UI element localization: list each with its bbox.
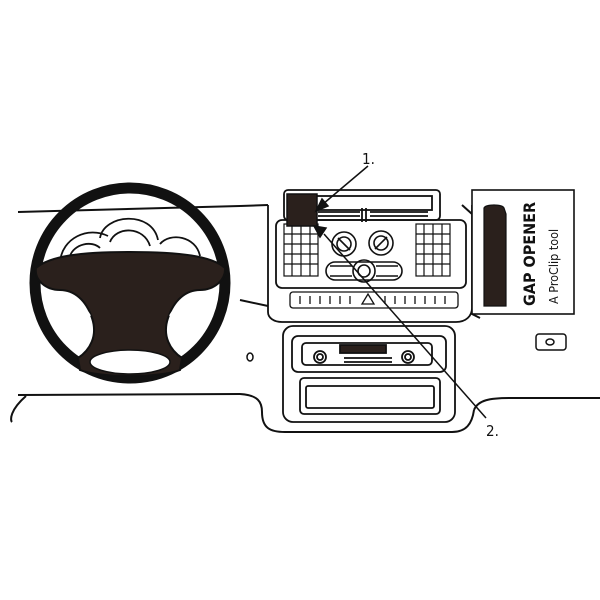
mount-clip-position: [286, 193, 318, 227]
center-console: [267, 189, 473, 323]
callout-line-2: [323, 233, 487, 419]
gap-opener-inset: GAP OPENER A ProClip tool: [471, 189, 575, 315]
callout-label-2: 2.: [486, 422, 499, 440]
hazard-button: [360, 292, 376, 305]
right-knob: [368, 230, 394, 256]
callout-arrowhead-1: [314, 197, 330, 213]
left-air-vent: [283, 223, 319, 277]
radio-knob-left: [313, 350, 327, 364]
small-clip-part: [535, 333, 567, 351]
storage-tray: [299, 377, 441, 415]
radio-knob-right: [401, 350, 415, 364]
right-air-vent: [415, 223, 451, 277]
callout-line-1: [322, 165, 369, 205]
callout-label-1: 1.: [362, 150, 375, 168]
steering-hub: [34, 250, 227, 377]
inset-title: GAP OPENER: [520, 202, 539, 306]
steering-wheel: [29, 182, 231, 384]
climate-controls: [325, 230, 403, 283]
dash-switch: [246, 352, 254, 362]
inset-subtitle: A ProClip tool: [546, 229, 561, 304]
button-row: [289, 291, 459, 309]
radio-unit: [282, 325, 456, 423]
callout-arrows: [312, 165, 487, 419]
gap-opener-tool-icon: [483, 204, 507, 307]
callout-arrowhead-2: [312, 225, 328, 239]
instrument-gauges: [59, 217, 201, 263]
center-knob: [352, 259, 376, 283]
